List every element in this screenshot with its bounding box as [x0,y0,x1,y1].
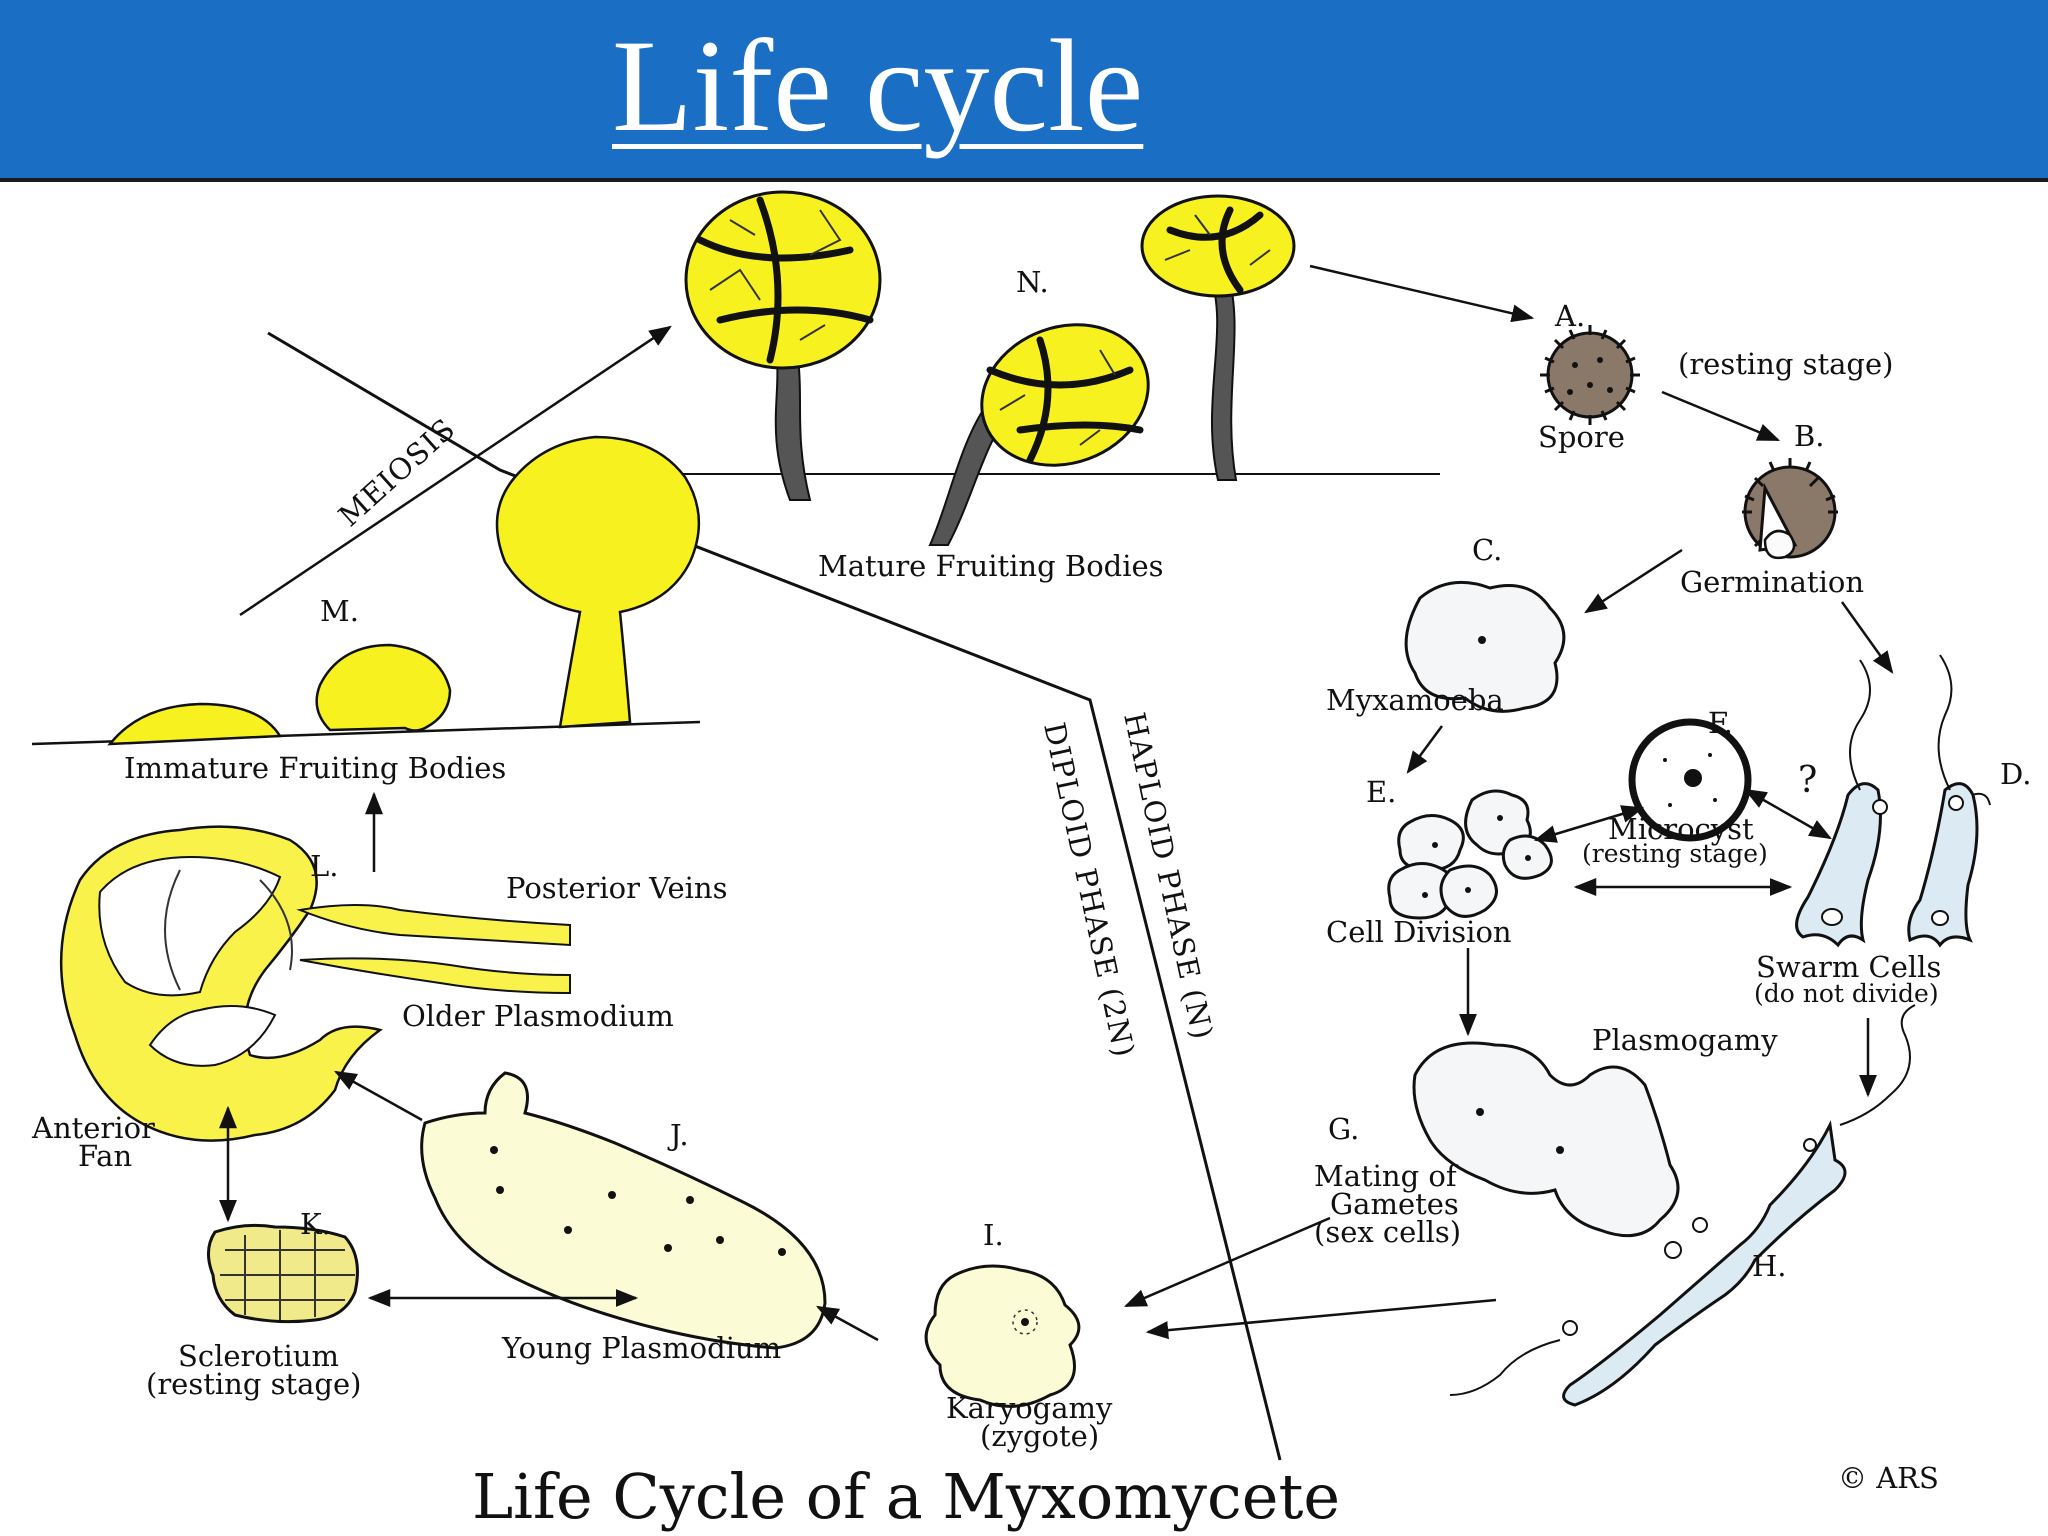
meiosis-label: MEIOSIS [332,411,462,533]
spore-resting-stage-note: (resting stage) [1678,347,1893,381]
diagram-title: Life Cycle of a Myxomycete [472,1460,1340,1533]
karyogamy-zygote-note: (zygote) [980,1419,1099,1453]
stage-g-letter: G. [1328,1112,1359,1146]
microcyst-resting-stage-note: (resting stage) [1582,839,1768,868]
mating-gametes-drawing [1412,1041,1680,1238]
microcyst-drawing [1628,718,1752,842]
stage-i-letter: I. [983,1218,1004,1252]
posterior-veins-label: Posterior Veins [506,871,727,905]
spore-drawing [1540,325,1640,425]
plasmogamy-drawing [1449,1004,1916,1407]
germination-label: Germination [1680,565,1864,599]
mating-label-line3: (sex cells) [1314,1215,1461,1249]
plasmogamy-label: Plasmogamy [1592,1023,1778,1057]
swarm-cells-label: Swarm Cells [1756,950,1941,984]
karyogamy-zygote-drawing [924,1264,1081,1408]
microcyst-question-mark: ? [1798,760,1817,801]
mature-fruiting-bodies-label: Mature Fruiting Bodies [818,549,1164,583]
sclerotium-resting-stage-note: (resting stage) [146,1367,361,1401]
stage-c-letter: C. [1472,533,1502,567]
cell-division-drawing [1387,789,1553,920]
sclerotium-label: Sclerotium [178,1339,339,1373]
stage-n-letter: N. [1016,265,1049,299]
cell-division-label: Cell Division [1326,915,1512,949]
stage-h-letter: H. [1752,1249,1787,1283]
swarm-cells-drawing [1795,654,1991,948]
stage-j-letter: J. [667,1118,689,1152]
young-plasmodium-drawing [420,1071,827,1350]
stage-e-letter: E. [1366,775,1396,809]
karyogamy-label: Karyogamy [946,1391,1113,1425]
diploid-phase-label: DIPLOID PHASE (2N) [1037,719,1141,1060]
older-plasmodium-drawing [59,825,571,1142]
swarm-cells-note: (do not divide) [1754,979,1939,1008]
immature-fruiting-bodies-drawing [107,435,701,746]
anterior-fan-label-line1: Anterior [31,1111,155,1145]
anterior-fan-label-line2: Fan [78,1139,132,1173]
stage-m-letter: M. [320,594,359,628]
stage-k-letter: K. [300,1207,331,1241]
immature-fruiting-bodies-label: Immature Fruiting Bodies [124,751,506,785]
myxamoeba-label: Myxamoeba [1326,683,1504,717]
mating-label-line1: Mating of [1314,1159,1459,1193]
slide-title: Life cycle [612,12,1144,159]
spore-label: Spore [1538,420,1625,454]
stage-l-letter: L. [310,849,338,883]
myxomycete-life-cycle-diagram: MEIOSIS HAPLOID PHASE (N) DIPLOID PHASE … [31,190,2031,1533]
germination-drawing [1742,458,1838,560]
mature-fruiting-bodies-drawing [684,190,1296,546]
stage-a-letter: A. [1554,299,1585,333]
cycle-arrows [219,264,1894,1342]
stage-d-letter: D. [2000,757,2031,791]
stage-f-letter: F. [1708,706,1733,740]
mating-label-line2: Gametes [1330,1187,1459,1221]
stage-b-letter: B. [1794,419,1825,453]
meiosis-divider-line [267,331,1282,1461]
older-plasmodium-label: Older Plasmodium [402,999,674,1033]
copyright-label: © ARS [1838,1461,1939,1495]
slide-header: Life cycle [0,0,2048,182]
young-plasmodium-label: Young Plasmodium [501,1331,781,1365]
myxamoeba-drawing [1404,580,1566,713]
young-plasmodium-nuclei [490,1146,786,1256]
sclerotium-drawing [207,1223,359,1324]
